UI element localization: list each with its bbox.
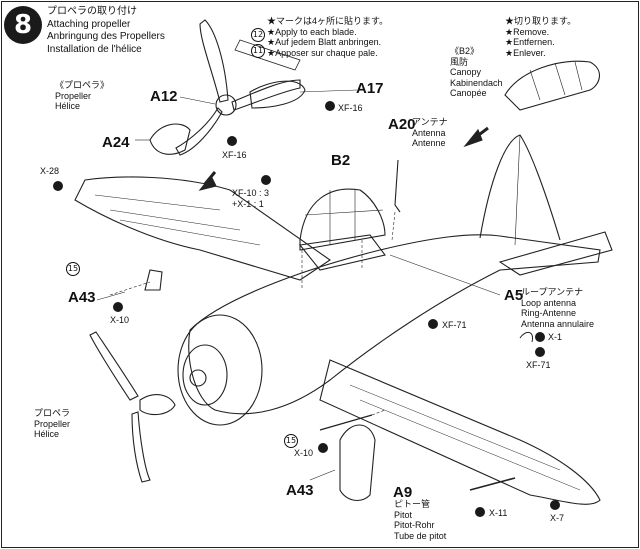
tail-fin <box>479 134 561 241</box>
paint-x7: X-7 <box>550 513 565 523</box>
paint-dot <box>325 101 335 111</box>
paint-x28: X-28 <box>40 166 60 176</box>
part-a43-bottom: A43 <box>286 482 314 499</box>
landing-gear-left <box>144 269 163 291</box>
canopy-label: 《B2》 風防 Canopy Kabinendach Canopée <box>450 46 503 98</box>
paint-x10-a: X-10 <box>110 315 130 325</box>
right-wing <box>319 359 601 505</box>
callout-15-top: 15 <box>66 256 80 276</box>
part-a5: A5 <box>504 287 524 304</box>
paint-x10-b: X-10 <box>294 448 314 458</box>
left-wing <box>74 176 331 281</box>
paint-dot <box>113 302 123 312</box>
paint-dot <box>261 175 271 185</box>
propeller-top-blade <box>199 19 229 103</box>
paint-mix-2: +X-1 : 1 <box>232 199 264 209</box>
callout-15-bottom: 15 <box>284 428 298 448</box>
part-a9: A9 <box>393 484 413 501</box>
antenna-mast <box>394 159 401 213</box>
propeller-bottom <box>139 394 176 416</box>
canopy-detached <box>504 60 600 111</box>
spinner-part <box>149 123 191 155</box>
paint-x11: X-11 <box>489 508 508 518</box>
part-a17: A17 <box>356 80 384 97</box>
pitot-label: ピトー管 Pitot Pitot-Rohr Tube de pitot <box>394 499 447 541</box>
paint-dot <box>535 332 545 342</box>
loop-antenna-label: ループアンテナ Loop antenna Ring-Antenne Antenn… <box>521 287 595 329</box>
paint-dot <box>53 181 63 191</box>
horizontal-stabilizer <box>498 231 613 276</box>
title-de: Anbringung des Propellers <box>47 31 165 42</box>
part-a12: A12 <box>150 88 178 105</box>
paint-xf16-b: XF-16 <box>222 150 247 160</box>
title-jp: プロペラの取り付け <box>47 6 137 17</box>
callout-11: 11 <box>251 38 265 58</box>
part-a43-top: A43 <box>68 289 96 306</box>
part-b2: B2 <box>331 152 351 169</box>
fuselage-outline <box>188 234 601 415</box>
landing-gear-right <box>339 424 376 501</box>
step-number-badge: 8 <box>4 6 42 44</box>
paint-dot <box>535 347 545 357</box>
engine-cowling <box>177 314 263 426</box>
canopy-part <box>299 188 386 251</box>
paint-dot <box>475 507 485 517</box>
title-en: Attaching propeller <box>47 18 131 30</box>
paint-dot <box>428 319 438 329</box>
propeller-lower-blade <box>175 107 223 156</box>
callout-12: 12 <box>251 22 265 42</box>
title-fr: Installation de l'hélice <box>47 43 142 55</box>
paint-xf71-a: XF-71 <box>442 320 467 330</box>
step-title: プロペラの取り付け Attaching propeller Anbringung… <box>47 6 165 56</box>
remove-note: ★切り取ります。 ★Remove. ★Entfernen. ★Enlever. <box>505 16 577 58</box>
part-a24: A24 <box>102 134 130 151</box>
antenna-label: アンテナ Antenna Antenne <box>412 117 448 148</box>
part-a20: A20 <box>388 116 416 133</box>
paint-xf16-a: XF-16 <box>338 103 363 113</box>
paint-dot <box>318 443 328 453</box>
blade-note: ★マークは4ヶ所に貼ります。 ★Apply to each blade. ★Au… <box>267 16 389 58</box>
propeller-label-bottom: プロペラ Propeller Hélice <box>34 408 71 439</box>
propeller-hub <box>249 80 306 109</box>
paint-xf71-b: XF-71 <box>526 360 551 370</box>
paint-x1: X-1 <box>548 332 563 342</box>
paint-dot <box>227 136 237 146</box>
propeller-right-blade <box>231 79 301 111</box>
paint-dot <box>550 500 560 510</box>
propeller-label: 《プロペラ》 Propeller Hélice <box>55 80 110 111</box>
paint-mix-1: XF-10 : 3 <box>232 188 270 198</box>
pitot-tube <box>469 477 516 491</box>
